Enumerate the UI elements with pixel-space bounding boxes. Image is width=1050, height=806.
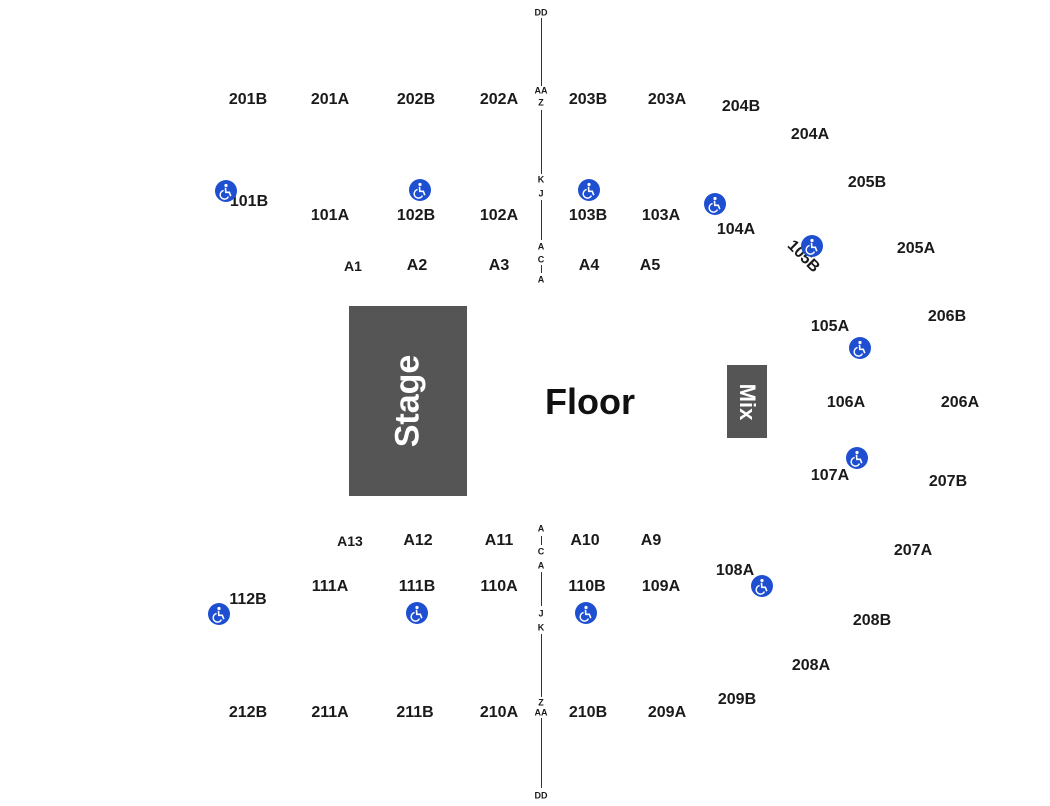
- row-marker-c: C: [537, 254, 545, 265]
- section-203B[interactable]: 203B: [568, 91, 608, 108]
- wheelchair-icon[interactable]: [578, 179, 600, 201]
- aisle-line-top-2: [541, 110, 542, 174]
- section-202A[interactable]: 202A: [479, 91, 519, 108]
- section-209B[interactable]: 209B: [717, 691, 757, 708]
- section-110B[interactable]: 110B: [568, 578, 606, 595]
- section-107A[interactable]: 107A: [810, 467, 850, 484]
- aisle-line-top-4: [541, 265, 542, 273]
- aisle-line-top-3: [541, 200, 542, 240]
- section-208A[interactable]: 208A: [791, 657, 831, 674]
- section-A10[interactable]: A10: [570, 532, 600, 549]
- section-101B[interactable]: 101B: [229, 193, 269, 210]
- section-210A[interactable]: 210A: [479, 704, 519, 721]
- section-207B[interactable]: 207B: [928, 473, 968, 490]
- section-102B[interactable]: 102B: [396, 207, 436, 224]
- aisle-line-bot-4: [541, 718, 542, 788]
- section-201B[interactable]: 201B: [228, 91, 268, 108]
- section-103B[interactable]: 103B: [568, 207, 608, 224]
- section-212B[interactable]: 212B: [228, 704, 268, 721]
- row-marker-z: Z: [538, 97, 544, 108]
- wheelchair-icon[interactable]: [208, 603, 230, 625]
- section-A12[interactable]: A12: [403, 532, 433, 549]
- row-marker-a: A: [537, 274, 545, 285]
- section-201A[interactable]: 201A: [310, 91, 350, 108]
- section-A5[interactable]: A5: [639, 257, 661, 274]
- mix-label: Mix: [735, 383, 760, 420]
- aisle-line-bot-2: [541, 572, 542, 606]
- row-marker-k: K: [537, 622, 545, 633]
- section-110A[interactable]: 110A: [480, 578, 518, 595]
- section-109A[interactable]: 109A: [641, 578, 681, 595]
- section-205A[interactable]: 205A: [896, 240, 936, 257]
- section-103A[interactable]: 103A: [641, 207, 681, 224]
- section-A13[interactable]: A13: [337, 533, 363, 549]
- section-204B[interactable]: 204B: [721, 98, 761, 115]
- wheelchair-icon[interactable]: [215, 180, 237, 202]
- section-101A[interactable]: 101A: [310, 207, 350, 224]
- stage-label: Stage: [388, 354, 427, 448]
- section-211B[interactable]: 211B: [396, 704, 434, 721]
- wheelchair-icon[interactable]: [406, 602, 428, 624]
- row-marker-k: K: [537, 174, 545, 185]
- wheelchair-icon[interactable]: [846, 447, 868, 469]
- section-A9[interactable]: A9: [640, 532, 662, 549]
- section-206A[interactable]: 206A: [940, 394, 980, 411]
- row-marker-c: C: [537, 546, 545, 557]
- wheelchair-icon[interactable]: [849, 337, 871, 359]
- floor-label[interactable]: Floor: [545, 381, 635, 422]
- row-marker-dd: DD: [534, 7, 548, 18]
- row-marker-z: Z: [538, 697, 544, 708]
- stage-block: Stage: [349, 306, 467, 496]
- row-marker-a: A: [537, 523, 545, 534]
- row-marker-a: A: [537, 241, 545, 252]
- section-206B[interactable]: 206B: [927, 308, 967, 325]
- section-111B[interactable]: 111B: [398, 578, 436, 595]
- row-marker-j: J: [538, 608, 544, 619]
- section-106A[interactable]: 106A: [826, 394, 866, 411]
- section-203A[interactable]: 203A: [647, 91, 687, 108]
- row-marker-aa: AA: [534, 85, 548, 96]
- section-209A[interactable]: 209A: [647, 704, 687, 721]
- row-marker-a: A: [537, 560, 545, 571]
- section-105A[interactable]: 105A: [810, 318, 850, 335]
- section-A2[interactable]: A2: [406, 257, 428, 274]
- wheelchair-icon[interactable]: [751, 575, 773, 597]
- section-111A[interactable]: 111A: [311, 578, 349, 595]
- section-204A[interactable]: 204A: [790, 126, 830, 143]
- section-208B[interactable]: 208B: [852, 612, 892, 629]
- section-104A[interactable]: 104A: [716, 221, 756, 238]
- aisle-line-top-1: [541, 18, 542, 86]
- section-A4[interactable]: A4: [578, 257, 600, 274]
- section-211A[interactable]: 211A: [311, 704, 349, 721]
- row-marker-aa: AA: [534, 707, 548, 718]
- section-108A[interactable]: 108A: [715, 562, 755, 579]
- section-205B[interactable]: 205B: [847, 174, 887, 191]
- wheelchair-icon[interactable]: [704, 193, 726, 215]
- row-marker-j: J: [538, 188, 544, 199]
- section-A11[interactable]: A11: [484, 532, 514, 549]
- wheelchair-icon[interactable]: [801, 235, 823, 257]
- mix-block: Mix: [727, 365, 767, 438]
- section-207A[interactable]: 207A: [893, 542, 933, 559]
- aisle-line-bot-3: [541, 634, 542, 697]
- wheelchair-icon[interactable]: [575, 602, 597, 624]
- wheelchair-icon[interactable]: [409, 179, 431, 201]
- section-A3[interactable]: A3: [488, 257, 510, 274]
- section-112B[interactable]: 112B: [229, 591, 267, 608]
- section-A1[interactable]: A1: [344, 258, 362, 274]
- section-102A[interactable]: 102A: [479, 207, 519, 224]
- section-210B[interactable]: 210B: [568, 704, 608, 721]
- aisle-line-bot-1: [541, 536, 542, 545]
- section-202B[interactable]: 202B: [396, 91, 436, 108]
- row-marker-dd: DD: [534, 790, 548, 801]
